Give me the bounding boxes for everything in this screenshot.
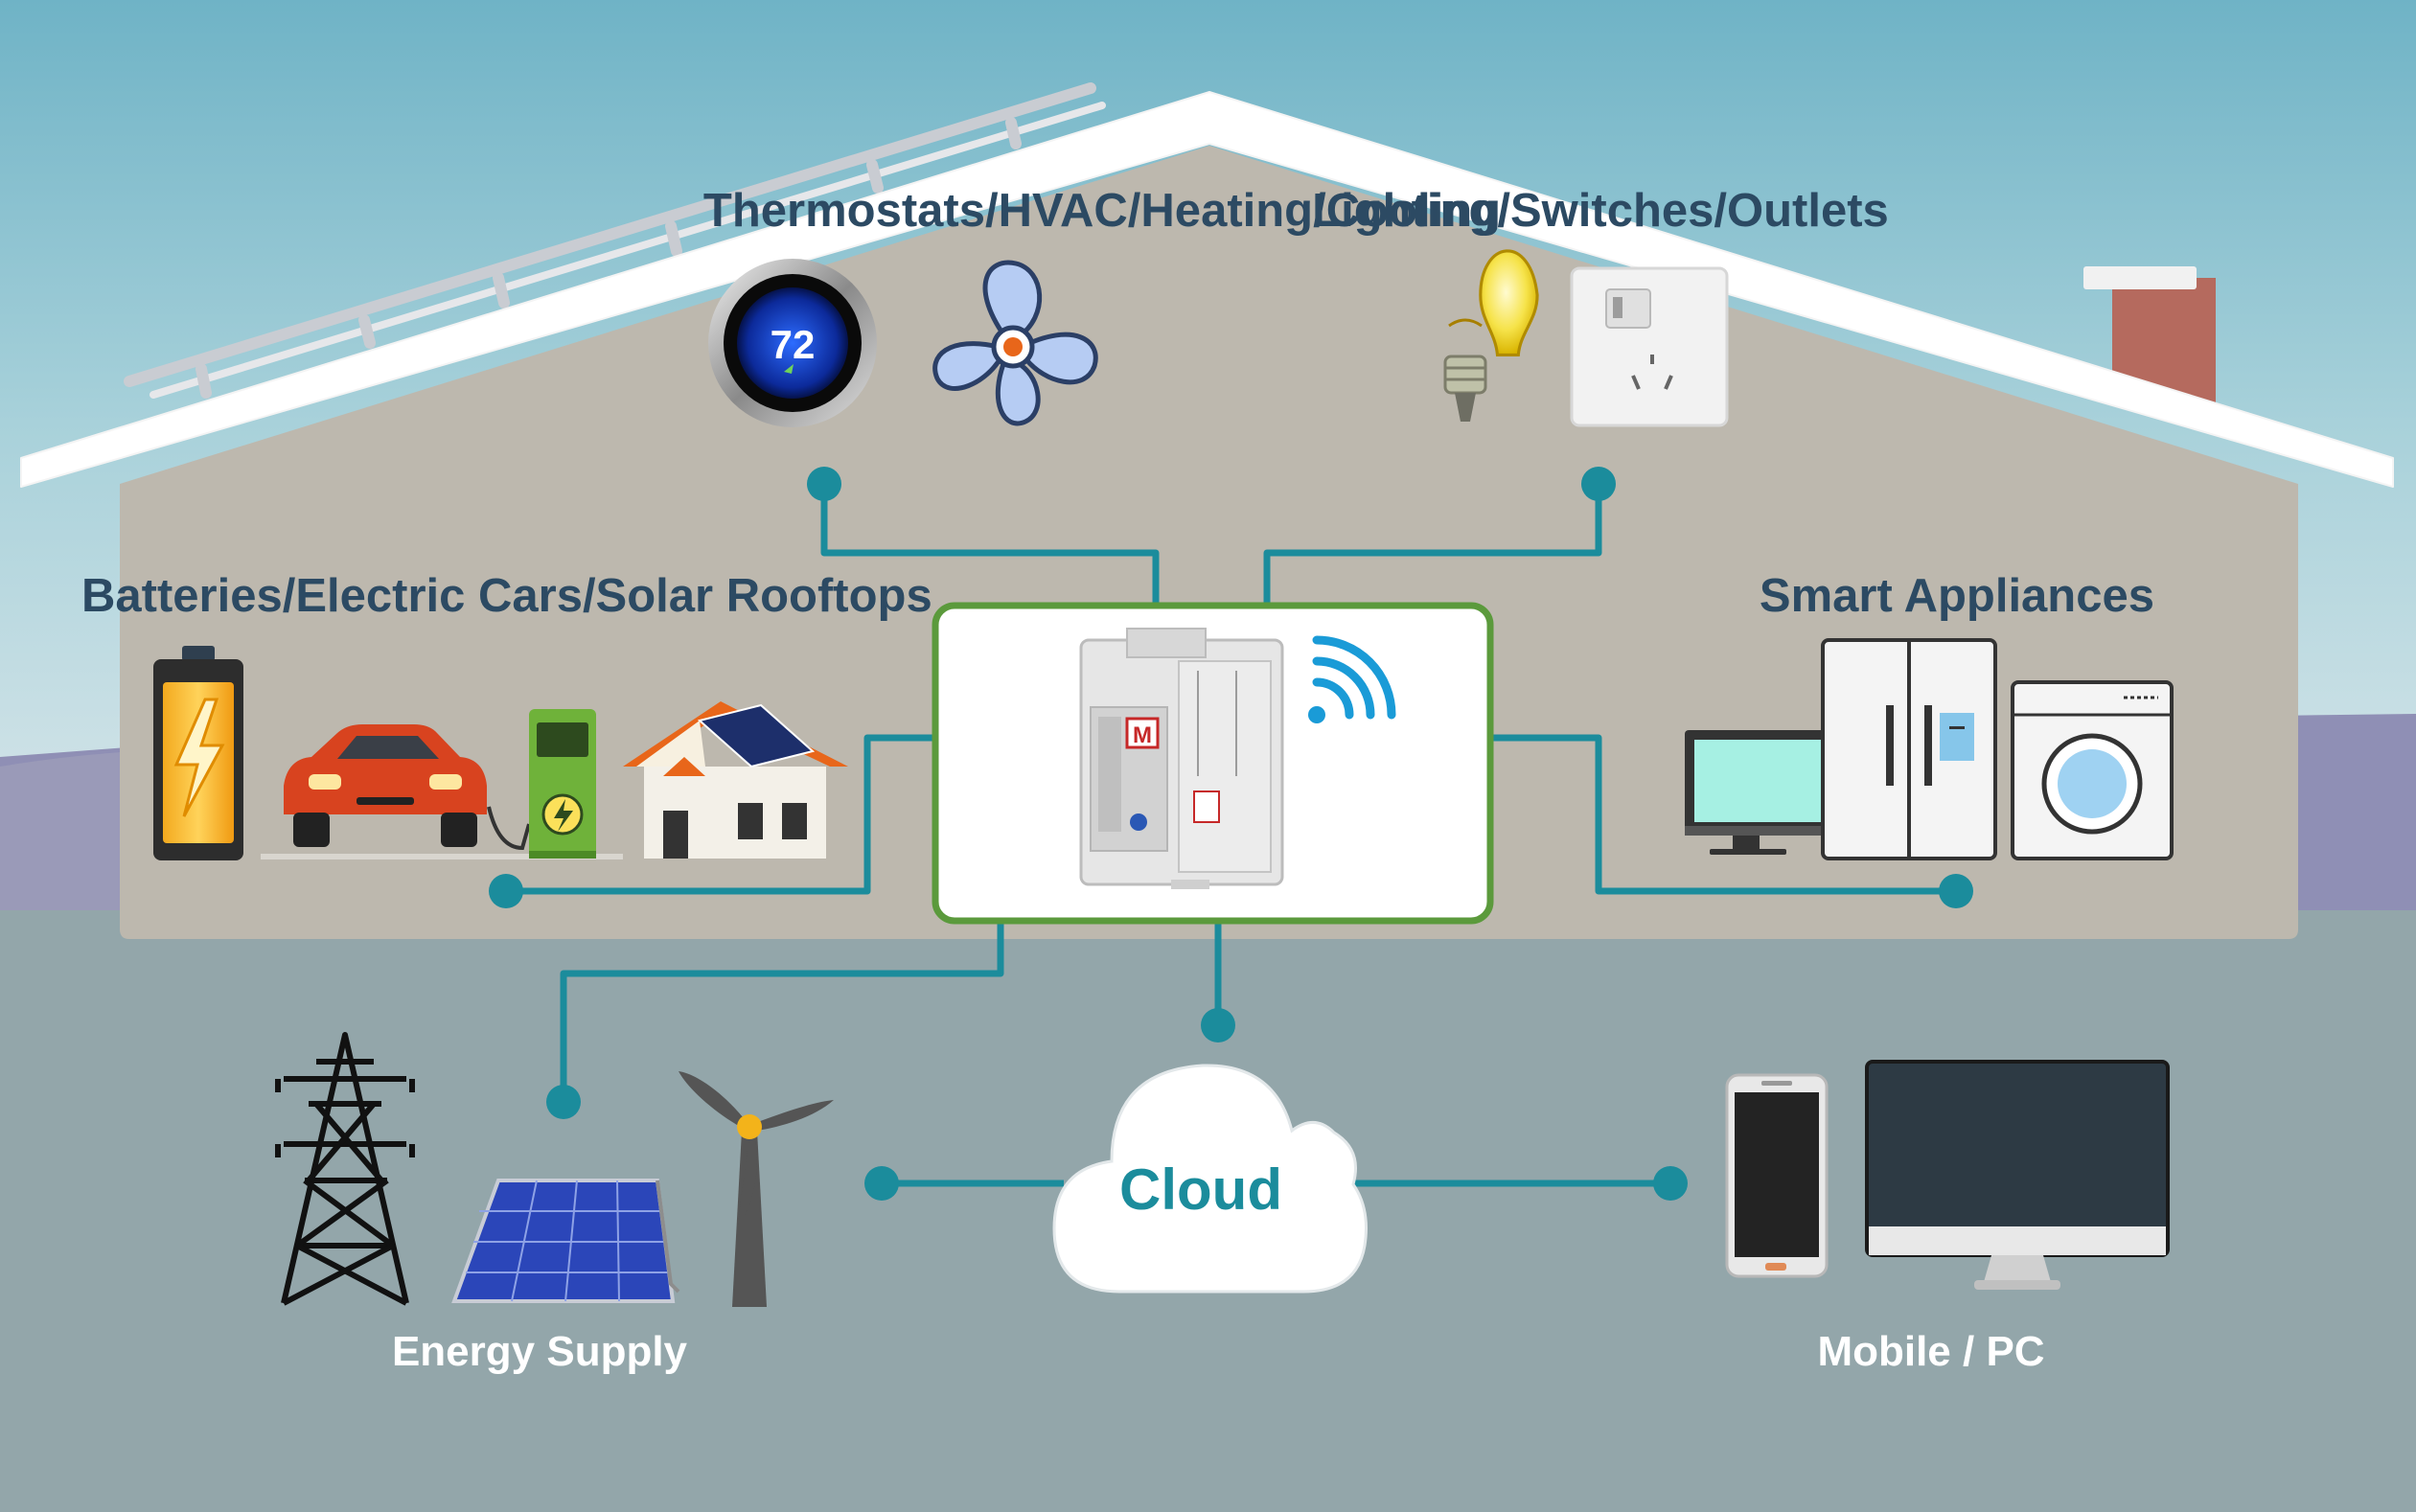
label-lighting: Lighting/Switches/Outlets (1312, 185, 1889, 237)
monitor-icon (1685, 730, 1834, 855)
power-tower-icon (275, 1032, 415, 1306)
desktop-pc-icon (1865, 1060, 2170, 1290)
charging-station-icon (529, 709, 596, 859)
smart-meter-hub: M (932, 602, 1494, 925)
solar-panel-icon (451, 1179, 680, 1303)
label-energy-supply: Energy Supply (392, 1328, 688, 1375)
cloud-icon: Cloud (1052, 1064, 1368, 1294)
wind-turbine-icon (679, 1071, 834, 1307)
thermostat-reading: 72 (771, 322, 816, 367)
label-batteries: Batteries/Electric Cars/Solar Rooftops (81, 570, 932, 622)
smartphone-icon (1725, 1073, 1829, 1278)
smart-meter-icon: M (1079, 628, 1284, 889)
light-bulb-icon (1443, 249, 1539, 422)
wall-switch-outlet-icon (1570, 266, 1729, 427)
battery-icon (153, 646, 243, 860)
washing-machine-icon (2011, 680, 2174, 860)
connector-lines (506, 484, 1956, 1187)
meter-brand-mark: M (1133, 722, 1152, 748)
roof (20, 91, 2394, 488)
label-appliances: Smart Appliances (1760, 570, 2154, 622)
solar-panel-roof-icon (124, 82, 1106, 399)
thermostat-icon: 72 (708, 259, 877, 427)
refrigerator-icon (1821, 638, 1997, 860)
label-mobile-pc: Mobile / PC (1817, 1328, 2044, 1375)
solar-house-icon (623, 701, 848, 859)
electric-car-icon (261, 724, 623, 859)
cloud-label: Cloud (1119, 1157, 1282, 1222)
connector-dots (489, 467, 1973, 1201)
fan-icon (932, 260, 1098, 426)
label-thermostats: Thermostats/HVAC/Heating/Cooling (703, 185, 1501, 237)
wifi-icon (1308, 635, 1396, 723)
